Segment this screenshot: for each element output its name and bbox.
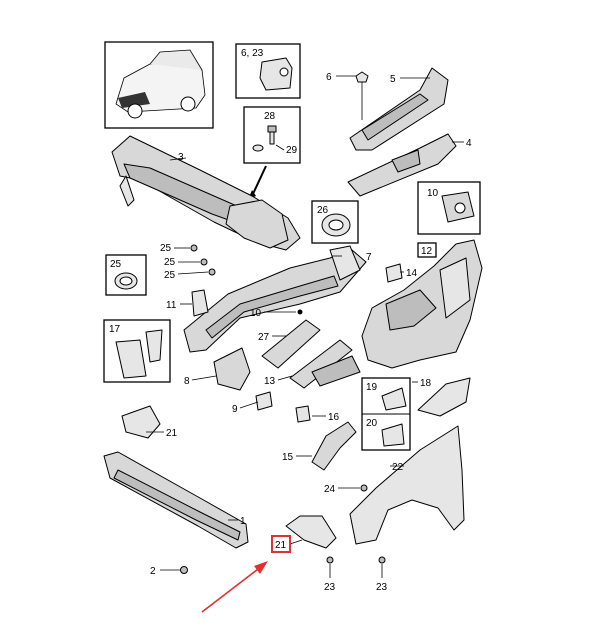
callout-7: 7 xyxy=(366,252,372,263)
callout-16: 16 xyxy=(328,412,340,423)
part-7-side-rail xyxy=(183,245,367,353)
part-11-bracket xyxy=(191,289,209,317)
part-1-bumper-beam xyxy=(103,451,249,549)
part-12-inner-wheelhouse xyxy=(361,239,483,369)
callout-8: 8 xyxy=(184,376,190,387)
fastener-bolts xyxy=(180,244,386,574)
callout-1: 1 xyxy=(240,516,246,527)
vehicle-thumbnail xyxy=(104,41,214,129)
box-label-25: 25 xyxy=(110,259,122,270)
red-pointer-arrow-icon xyxy=(201,561,268,613)
box-label-6-23: 6, 23 xyxy=(241,48,264,59)
part-16-clip xyxy=(295,405,311,423)
part-4-rail xyxy=(347,133,457,197)
box-label-20: 20 xyxy=(366,418,378,429)
inset-box-28-29: 28 29 xyxy=(243,106,301,200)
box-label-26: 26 xyxy=(317,205,329,216)
box-label-28: 28 xyxy=(264,111,276,122)
callout-23-b: 23 xyxy=(376,582,388,593)
callout-21-left: 21 xyxy=(166,428,178,439)
callout-15: 15 xyxy=(282,452,294,463)
inset-box-19-20: 19 20 xyxy=(361,377,411,451)
callout-labels: 6 5 4 3 25 25 25 7 14 11 10 27 8 13 9 16… xyxy=(150,72,472,593)
box-label-12: 12 xyxy=(421,246,433,257)
inset-box-12: 12 xyxy=(417,242,437,258)
box-label-19: 19 xyxy=(366,382,378,393)
inset-box-26: 26 xyxy=(311,200,359,244)
callout-25-b: 25 xyxy=(164,257,176,268)
callout-14: 14 xyxy=(406,268,418,279)
callout-3: 3 xyxy=(178,152,184,163)
inset-box-6-23: 6, 23 xyxy=(235,43,301,99)
part-22-fender xyxy=(349,425,465,545)
leader-lines xyxy=(146,75,464,578)
box-label-29: 29 xyxy=(286,145,298,156)
callout-9: 9 xyxy=(232,404,238,415)
part-27-channel xyxy=(261,319,321,369)
part-5-rail xyxy=(349,67,449,151)
part-13-channel xyxy=(289,339,361,389)
inset-box-10: 10 xyxy=(417,181,481,235)
callout-4: 4 xyxy=(466,138,472,149)
part-6-nut xyxy=(355,71,369,120)
inset-box-17: 17 xyxy=(103,319,171,383)
part-21-bracket-left xyxy=(121,405,161,439)
callout-5: 5 xyxy=(390,74,396,85)
callout-10: 10 xyxy=(250,308,262,319)
part-18-liner xyxy=(417,377,471,417)
callout-11: 11 xyxy=(166,300,177,311)
callout-22: 22 xyxy=(392,462,404,473)
part-3-crossmember xyxy=(111,135,301,251)
callout-13: 13 xyxy=(264,376,276,387)
callout-24: 24 xyxy=(324,484,336,495)
box-label-10: 10 xyxy=(427,188,439,199)
callout-18: 18 xyxy=(420,378,432,389)
part-15-bracket xyxy=(311,421,357,471)
box-label-21-highlighted: 21 xyxy=(275,540,287,551)
callout-27: 27 xyxy=(258,332,270,343)
inset-box-25: 25 xyxy=(105,254,147,296)
callout-25-a: 25 xyxy=(160,243,172,254)
box-label-17: 17 xyxy=(109,324,121,335)
part-14-bracket xyxy=(385,263,403,283)
callout-2: 2 xyxy=(150,566,156,577)
part-21-bracket-highlighted xyxy=(285,515,337,549)
callout-23-a: 23 xyxy=(324,582,336,593)
part-8-bracket xyxy=(213,347,251,391)
part-9-clip xyxy=(255,391,273,411)
callout-25-c: 25 xyxy=(164,270,176,281)
highlighted-part-21: 21 xyxy=(271,535,291,553)
callout-6: 6 xyxy=(326,72,332,83)
